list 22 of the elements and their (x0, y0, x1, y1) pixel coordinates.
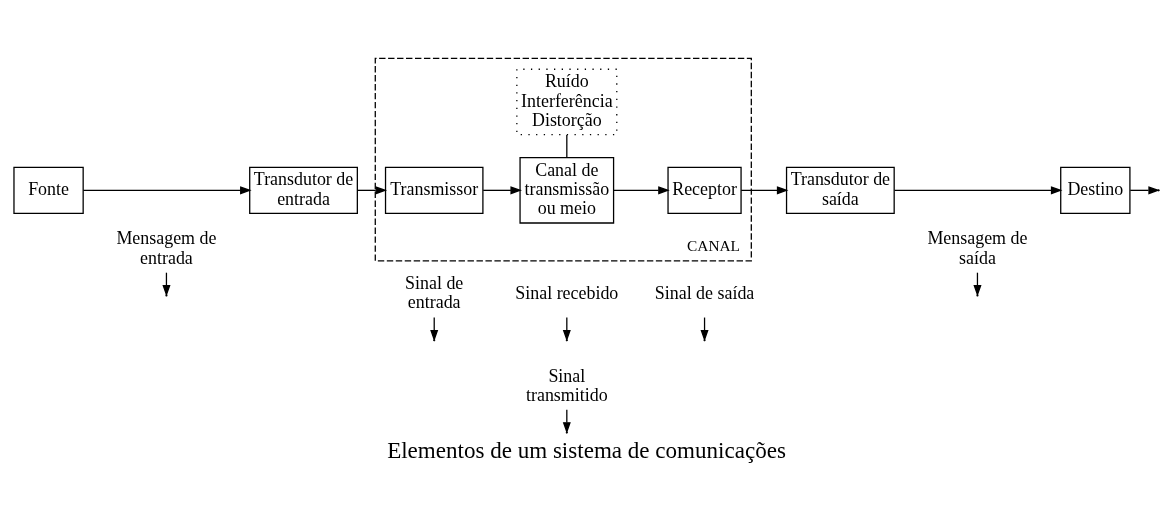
node-text: Sinal de entrada (405, 273, 464, 313)
node-text: Sinal transmitido (526, 365, 608, 405)
arrow (893, 186, 1063, 195)
node-text: Sinal de saída (654, 282, 755, 303)
node-box: Transmissor (384, 166, 484, 215)
arrow (613, 186, 670, 195)
node-box: Ruído Interferência Distorção (516, 68, 618, 136)
node-box: Receptor (667, 166, 742, 215)
node-box: Fonte (13, 166, 84, 215)
node-box: Transdutor de saída (785, 166, 895, 215)
node-box: Canal de transmissão ou meio (519, 157, 615, 224)
caption: Elementos de um sistema de comunicações (387, 436, 786, 463)
arrow (357, 186, 388, 195)
arrow (482, 186, 522, 195)
arrow (82, 186, 252, 195)
node-text: Mensagem de entrada (116, 228, 217, 268)
node-text: Sinal recebido (515, 282, 619, 303)
node-box: Transdutor de entrada (249, 166, 358, 215)
node-box: Destino (1060, 166, 1131, 215)
node-text: Mensagem de saída (927, 228, 1028, 268)
connector (566, 134, 568, 159)
arrow (740, 186, 789, 195)
